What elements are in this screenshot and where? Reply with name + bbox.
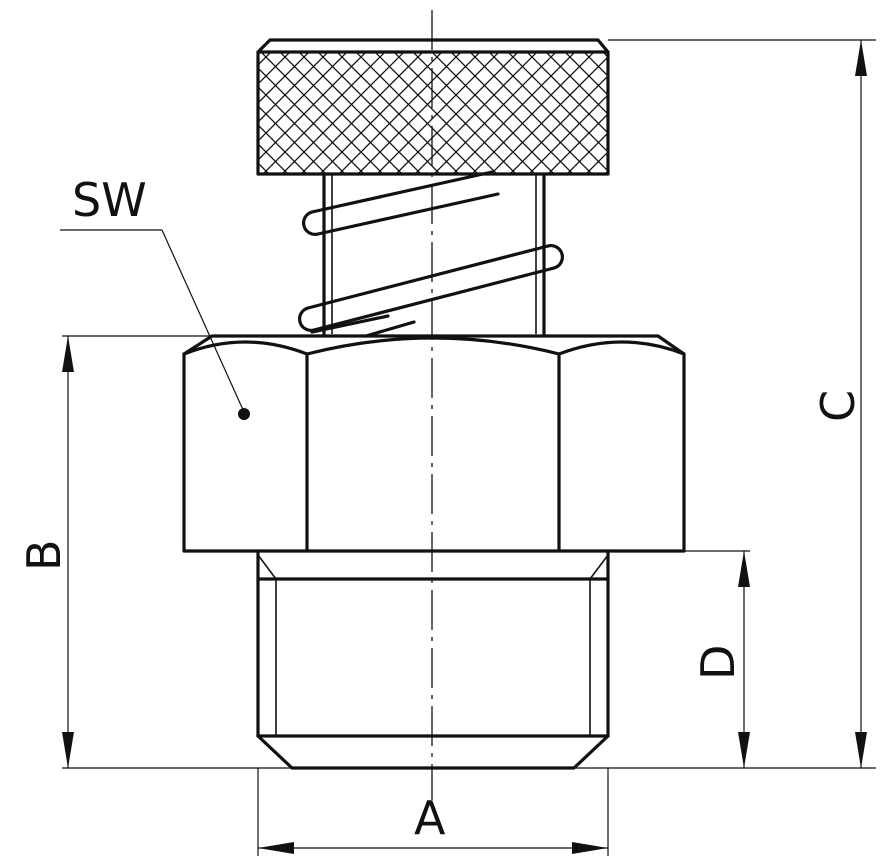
spring [298, 170, 564, 338]
dimension-a [258, 842, 608, 854]
label-sw: SW [72, 173, 147, 227]
hex-nut [182, 334, 686, 553]
sw-leader [60, 229, 250, 420]
dimension-d [738, 551, 750, 768]
label-c: C [811, 390, 865, 422]
dimension-c [855, 40, 867, 768]
extension-lines [62, 39, 876, 856]
label-d: D [691, 645, 745, 680]
thread-section [256, 549, 610, 770]
label-b: B [17, 539, 71, 571]
knurled-knob [256, 38, 610, 176]
dimension-b [62, 336, 74, 768]
stem [322, 172, 546, 336]
label-a: A [414, 791, 446, 845]
